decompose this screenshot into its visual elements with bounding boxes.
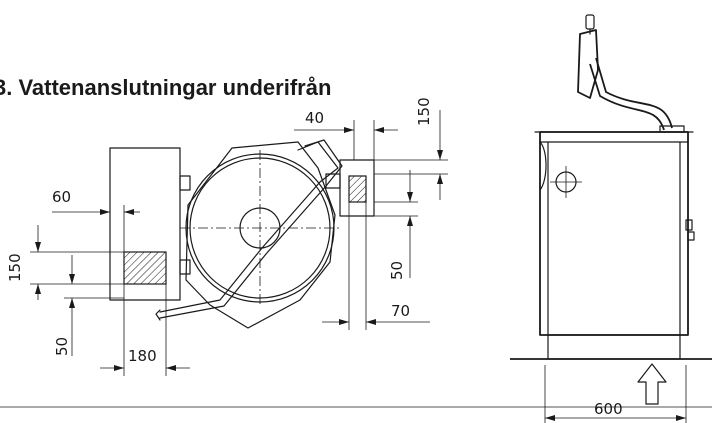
cabinet-body bbox=[539, 131, 689, 336]
dim-60-label: 60 bbox=[52, 188, 71, 206]
up-arrow-icon bbox=[637, 363, 667, 405]
drawing-title: 3. Vattenanslutningar underifrån bbox=[0, 75, 331, 100]
dim-150-top-label: 150 bbox=[415, 97, 433, 126]
bottom-view: 40 150 50 70 60 bbox=[6, 97, 448, 376]
faucet-arm bbox=[595, 57, 673, 129]
faucet-head bbox=[577, 29, 599, 99]
left-water-connection bbox=[123, 251, 167, 285]
plinth bbox=[547, 334, 681, 360]
dim-70-label: 70 bbox=[391, 302, 410, 320]
left-housing bbox=[109, 147, 181, 301]
right-water-connection bbox=[348, 175, 367, 203]
dim-50-right-label: 50 bbox=[388, 261, 406, 280]
dim-600-label: 600 bbox=[594, 400, 623, 418]
dim-50-left-label: 50 bbox=[53, 337, 71, 356]
side-view: 600 bbox=[510, 14, 712, 423]
dim-150-left-label: 150 bbox=[6, 253, 24, 282]
dim-180-label: 180 bbox=[128, 347, 157, 365]
dim-40-label: 40 bbox=[305, 109, 324, 127]
kettle-outline bbox=[185, 141, 336, 329]
